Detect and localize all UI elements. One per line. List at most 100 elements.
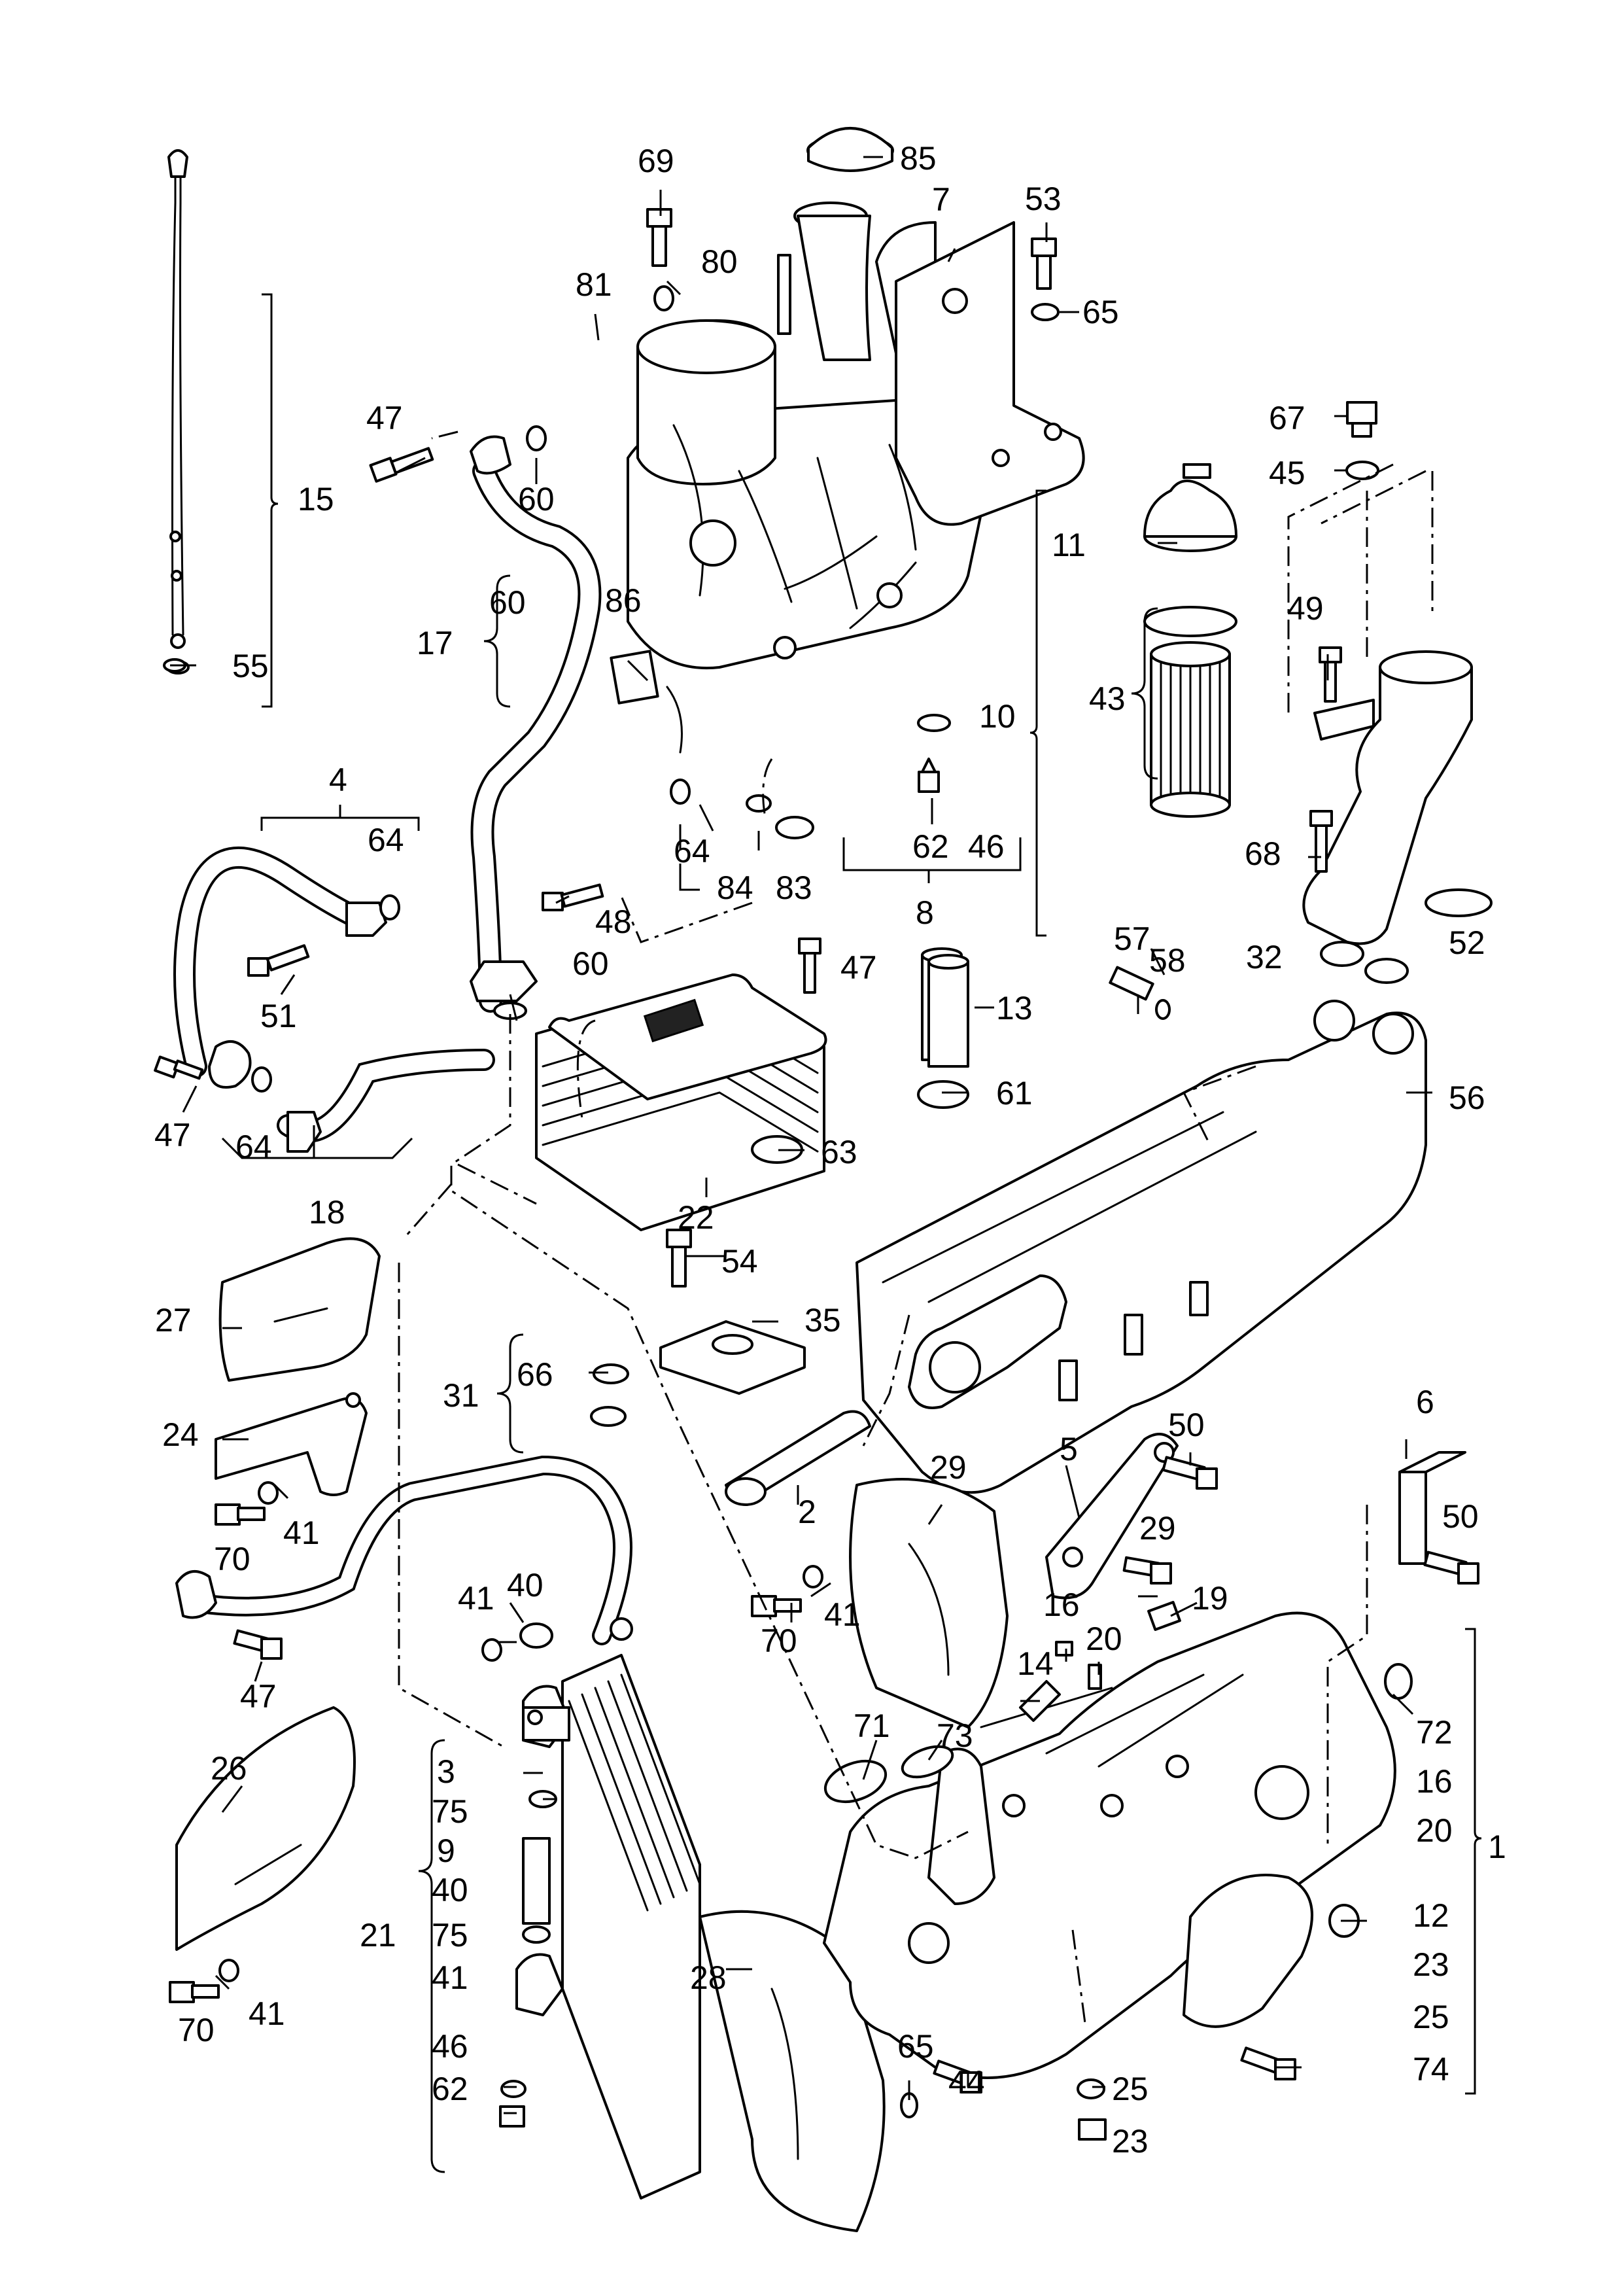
bolt-47a [369, 447, 434, 483]
callout-65: 65 [1082, 294, 1119, 330]
pump-module-56-part [855, 1000, 1427, 1494]
fitting-3 [522, 1706, 570, 1742]
callout-41e: 41 [249, 1995, 285, 2032]
callout-47b: 47 [840, 949, 877, 986]
callout-14: 14 [1017, 1645, 1054, 1682]
callout-44: 44 [948, 2064, 985, 2101]
pipe-2-part [725, 1410, 871, 1506]
bolt-70b [751, 1595, 802, 1617]
bolt-53 [1031, 237, 1057, 290]
bolt-29 [1122, 1556, 1172, 1585]
callout-27: 27 [155, 1302, 192, 1339]
callout-15: 15 [298, 481, 334, 517]
pipe-9-part [522, 1837, 551, 1925]
sensor-57 [1109, 966, 1154, 1001]
bolt-54 [666, 1229, 692, 1288]
callout-75b: 75 [432, 1917, 468, 1953]
callout-11: 11 [1052, 527, 1086, 563]
callout-65b: 65 [897, 2028, 934, 2065]
callout-10: 10 [979, 698, 1016, 735]
bushing-19 [1147, 1601, 1181, 1631]
callout-70: 70 [214, 1541, 251, 1577]
bracket-5-part [1045, 1433, 1179, 1600]
bracket-6-part [1398, 1451, 1466, 1565]
shield-28-part [699, 1910, 886, 2232]
callout-16: 16 [1043, 1586, 1080, 1623]
callout-13: 13 [996, 990, 1033, 1026]
callout-35: 35 [804, 1302, 841, 1339]
heat-shield-26-part [175, 1706, 356, 1951]
callout-69: 69 [638, 143, 674, 179]
callout-75: 75 [432, 1793, 468, 1830]
callout-83: 83 [776, 869, 812, 906]
callout-56: 56 [1449, 1079, 1485, 1116]
callout-23: 23 [1413, 1946, 1449, 1983]
callout-64: 64 [368, 822, 404, 858]
bolt-68 [1309, 810, 1333, 873]
callout-63: 63 [821, 1134, 857, 1170]
callout-12: 12 [1413, 1897, 1449, 1934]
callout-47d: 47 [240, 1678, 277, 1715]
bracket-7-part [895, 221, 1085, 526]
callout-50b: 50 [1442, 1498, 1479, 1535]
callout-46: 46 [968, 828, 1005, 865]
callout-23b: 23 [1112, 2123, 1149, 2160]
callout-53: 53 [1025, 181, 1062, 217]
callout-20: 20 [1086, 1621, 1122, 1657]
callout-60: 60 [518, 481, 555, 517]
callout-9: 9 [437, 1832, 455, 1869]
callout-67: 67 [1269, 400, 1305, 436]
callout-51: 51 [260, 998, 297, 1034]
callout-32: 32 [1246, 939, 1283, 975]
callout-1: 1 [1488, 1829, 1506, 1865]
callout-5: 5 [1060, 1431, 1078, 1467]
bolt-47b [798, 937, 821, 994]
callout-41d: 41 [432, 1959, 468, 1996]
callout-86: 86 [605, 582, 642, 619]
bolt-67 [1346, 401, 1377, 438]
callout-54: 54 [721, 1243, 758, 1280]
callout-labels: 85 69 7 53 65 80 81 47 60 15 67 45 11 60… [154, 140, 1506, 2160]
shield-29-part [849, 1478, 1009, 1728]
callout-3: 3 [437, 1753, 455, 1790]
line-31-part [175, 1406, 632, 1645]
callout-68: 68 [1245, 835, 1281, 872]
callout-71: 71 [854, 1708, 890, 1744]
callout-80: 80 [701, 243, 738, 280]
grouping-braces [221, 293, 1482, 2173]
bracket-24-part [215, 1392, 368, 1496]
hose-assembly-18-part [173, 846, 495, 1153]
breather-hose-17-part [470, 435, 602, 1013]
callout-41: 41 [283, 1515, 320, 1551]
plug-83 [775, 816, 814, 839]
filler-neck-part [777, 127, 894, 361]
callout-2: 2 [798, 1494, 816, 1530]
heat-shield-27-part [218, 1237, 381, 1382]
callout-62b: 62 [432, 2071, 468, 2107]
callout-60c: 60 [572, 945, 609, 982]
callout-26: 26 [211, 1750, 247, 1787]
relation-lines [398, 430, 1434, 2029]
callout-52: 52 [1449, 924, 1485, 961]
oil-filter-assembly-part [1143, 463, 1493, 945]
oil-pump-1-part [823, 1611, 1396, 2079]
callout-61: 61 [996, 1075, 1033, 1112]
callout-22: 22 [678, 1199, 714, 1236]
bolt-70c [169, 1981, 220, 2003]
callout-50: 50 [1168, 1407, 1205, 1443]
plug-62b [499, 2105, 525, 2128]
callout-24: 24 [162, 1416, 199, 1453]
callout-17: 17 [417, 625, 453, 661]
callout-19: 19 [1192, 1580, 1228, 1617]
callout-8: 8 [916, 894, 934, 931]
callout-47c: 47 [154, 1117, 191, 1153]
part-35-flange [659, 1320, 806, 1395]
dipstick-part [166, 149, 190, 674]
callout-64c: 64 [235, 1129, 272, 1165]
sensor-86 [610, 650, 683, 754]
callout-60b: 60 [489, 584, 526, 621]
callout-41b: 41 [824, 1596, 861, 1633]
callout-20b: 20 [1416, 1812, 1453, 1849]
fitting-40 [519, 1622, 553, 1649]
